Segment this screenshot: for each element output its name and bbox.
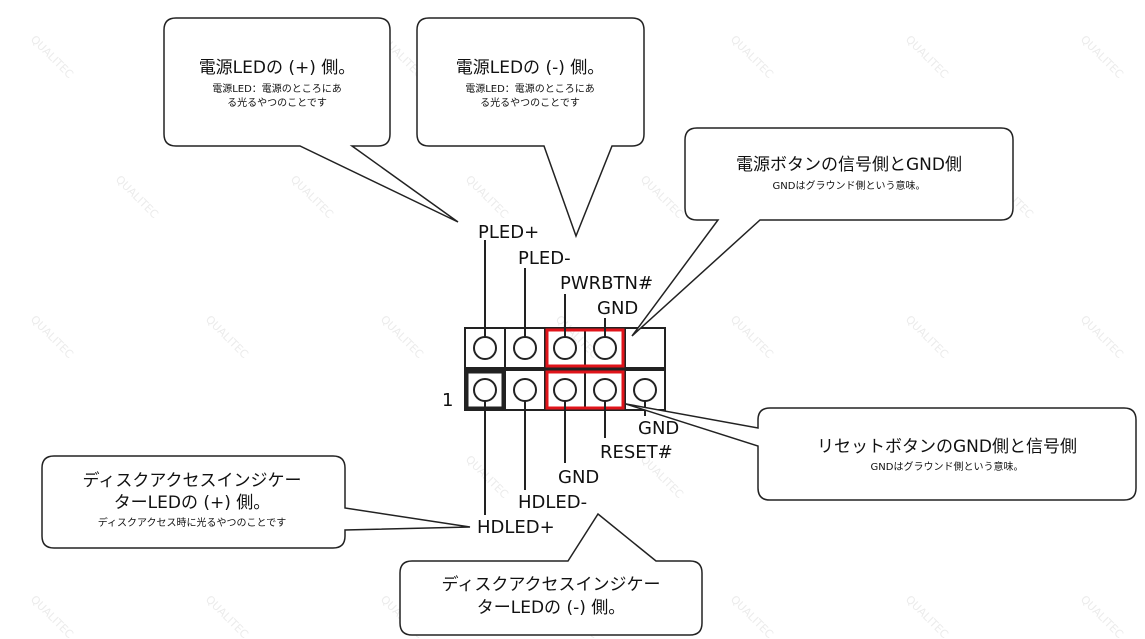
label-hdled-plus: HDLED+ — [477, 517, 555, 538]
label-gnd-top: GND — [597, 298, 638, 319]
callout-pled-plus-sub-1: 電源LED：電源のところにあ — [212, 82, 342, 95]
watermark-text: QUALITEC — [28, 33, 76, 81]
pin-hdled-minus — [513, 378, 537, 402]
label-pled-plus: PLED+ — [478, 222, 539, 243]
callout-reset-sub: GNDはグラウンド側という意味。 — [871, 460, 1024, 473]
callout-hdled-plus-sub: ディスクアクセス時に光るやつのことです — [98, 516, 287, 529]
pin-reset — [593, 378, 617, 402]
label-pwrbtn: PWRBTN# — [560, 273, 653, 294]
watermark-text: QUALITEC — [378, 313, 426, 361]
callout-pwrbtn: 電源ボタンの信号側とGND側 GNDはグラウンド側という意味。 — [631, 127, 1014, 337]
pin-leader-lines — [484, 240, 646, 515]
pin-gnd-top — [593, 336, 617, 360]
callout-reset-title: リセットボタンのGND側と信号側 — [817, 437, 1077, 457]
watermark-text: QUALITEC — [463, 453, 511, 501]
callout-reset: リセットボタンのGND側と信号側 GNDはグラウンド側という意味。 — [625, 403, 1137, 501]
watermark-text: QUALITEC — [288, 173, 336, 221]
callout-pwrbtn-sub: GNDはグラウンド側という意味。 — [773, 179, 926, 192]
pin-hdled-plus — [473, 378, 497, 402]
callout-pled-minus-sub-2: る光るやつのことです — [480, 96, 580, 109]
callout-pled-plus-sub-2: る光るやつのことです — [227, 96, 327, 109]
watermark-text: QUALITEC — [728, 33, 776, 81]
watermark-text: QUALITEC — [113, 173, 161, 221]
watermark-text: QUALITEC — [903, 313, 951, 361]
watermark-text: QUALITEC — [903, 593, 951, 639]
callout-hdled-plus-title-2: ターLEDの (+) 側。 — [114, 493, 271, 513]
label-gnd-bottom: GND — [558, 467, 599, 488]
callout-hdled-plus-title-1: ディスクアクセスインジケー — [83, 470, 302, 491]
pin-pled-plus — [473, 336, 497, 360]
watermark-text: QUALITEC — [1078, 33, 1126, 81]
watermark-text: QUALITEC — [1078, 313, 1126, 361]
callout-pled-minus: 電源LEDの (-) 側。 電源LED：電源のところにあ る光るやつのことです — [416, 17, 645, 239]
watermark-text: QUALITEC — [203, 313, 251, 361]
watermark-text: QUALITEC — [28, 313, 76, 361]
watermark-text: QUALITEC — [1078, 593, 1126, 639]
watermark-text: QUALITEC — [728, 313, 776, 361]
reset-button-highlight — [545, 370, 625, 410]
watermark-text: QUALITEC — [903, 33, 951, 81]
pin-pwrbtn — [553, 336, 577, 360]
label-pin1: 1 — [442, 390, 453, 411]
callout-pwrbtn-title: 電源ボタンの信号側とGND側 — [736, 155, 962, 175]
watermark-text: QUALITEC — [638, 173, 686, 221]
label-gnd-right: GND — [638, 418, 679, 439]
pin-pled-minus — [513, 336, 537, 360]
callout-pled-plus: 電源LEDの (+) 側。 電源LED：電源のところにあ る光るやつのことです — [163, 17, 459, 223]
power-button-highlight — [545, 328, 625, 368]
callout-hdled-minus-title-1: ディスクアクセスインジケー — [442, 574, 661, 595]
label-pled-minus: PLED- — [518, 248, 571, 269]
pin-gnd-bottom — [553, 378, 577, 402]
callout-pled-minus-title: 電源LEDの (-) 側。 — [456, 58, 605, 78]
callout-pled-plus-title: 電源LEDの (+) 側。 — [199, 58, 356, 78]
watermark-text: QUALITEC — [28, 593, 76, 639]
pin-circles — [473, 336, 657, 402]
label-hdled-minus: HDLED- — [518, 492, 587, 513]
callout-hdled-minus: ディスクアクセスインジケー ターLEDの (-) 側。 — [399, 512, 703, 636]
callout-pled-minus-sub-1: 電源LED：電源のところにあ — [465, 82, 595, 95]
label-reset: RESET# — [600, 442, 673, 463]
watermark-text: QUALITEC — [463, 173, 511, 221]
watermark-text: QUALITEC — [203, 593, 251, 639]
callout-hdled-plus: ディスクアクセスインジケー ターLEDの (+) 側。 ディスクアクセス時に光る… — [41, 455, 471, 549]
pin-gnd-right — [633, 378, 657, 402]
watermark-text: QUALITEC — [728, 593, 776, 639]
callout-hdled-minus-title-2: ターLEDの (-) 側。 — [477, 598, 626, 618]
